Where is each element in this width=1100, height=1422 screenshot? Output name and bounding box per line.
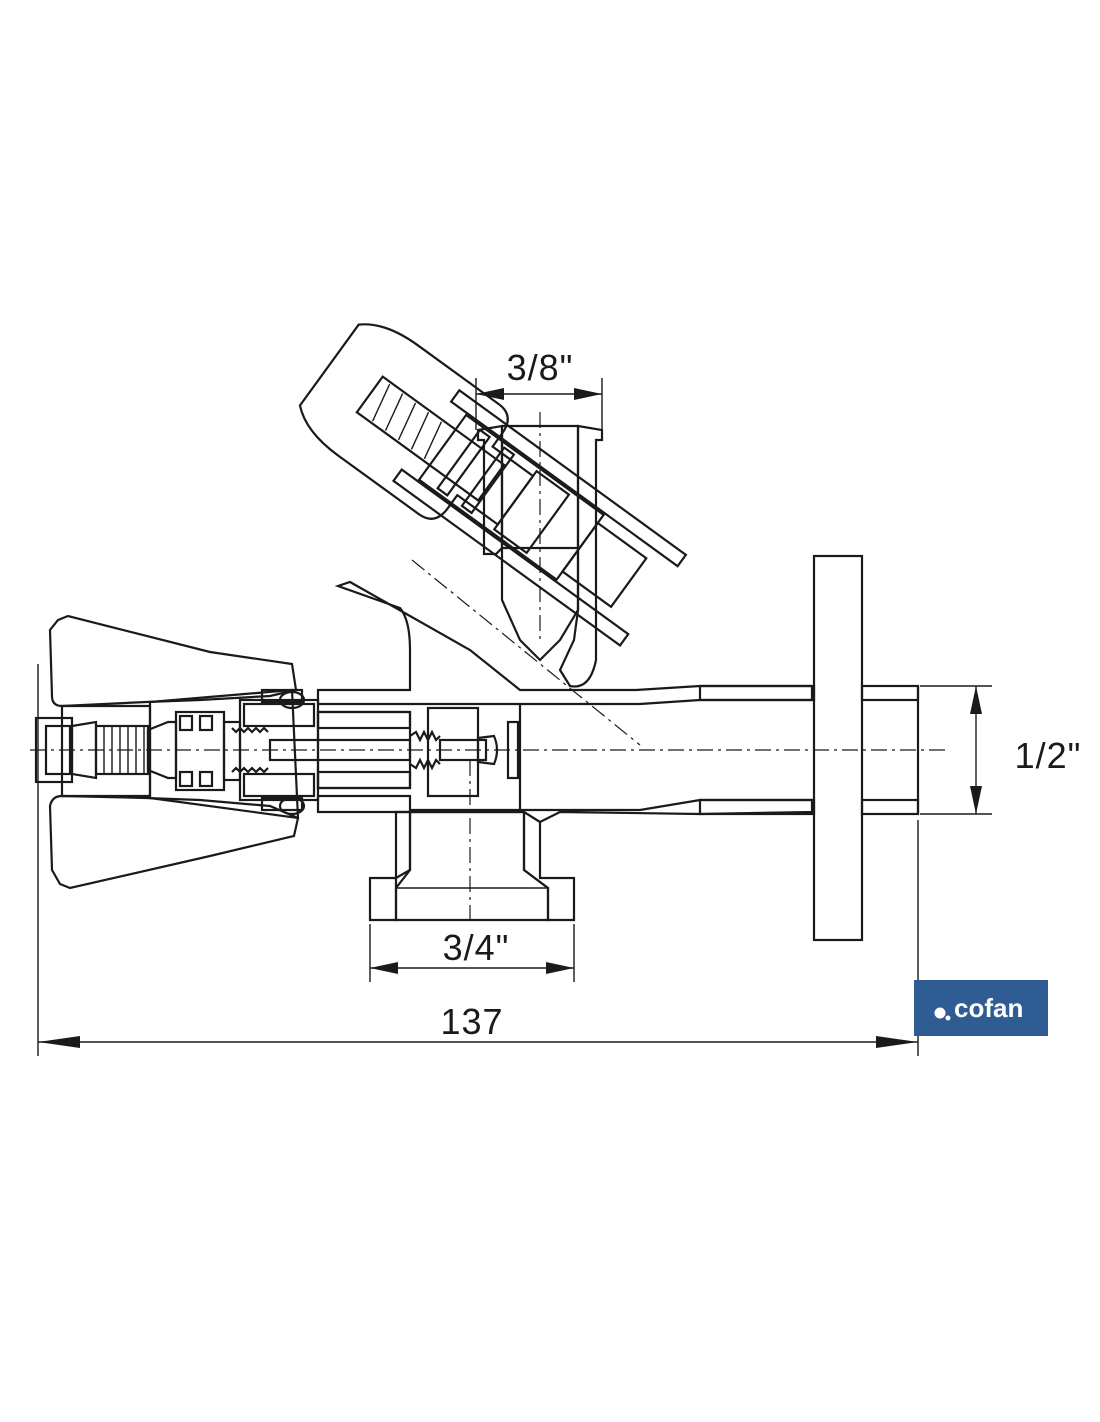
- dimension-top-outlet: 3/8": [475, 347, 603, 430]
- logo-dot-icon: [934, 1007, 946, 1019]
- angled-bonnet: [298, 323, 688, 648]
- left-handle: [48, 614, 300, 890]
- logo-text: cofan: [954, 993, 1023, 1023]
- center-lines: [30, 412, 950, 920]
- dimension-label-top-outlet: 3/8": [507, 347, 574, 388]
- dimension-overall-length: 137: [37, 664, 919, 1056]
- dimension-right-outlet: 1/2": [920, 685, 1082, 815]
- dimension-label-right-outlet: 1/2": [1015, 735, 1082, 776]
- dimension-label-bottom-inlet: 3/4": [443, 927, 510, 968]
- wall-flange: [812, 554, 864, 942]
- top-outlet: [476, 424, 604, 688]
- valve-body: [316, 580, 920, 922]
- dimension-label-overall-length: 137: [440, 1001, 503, 1042]
- cofan-logo: cofan: [914, 980, 1048, 1036]
- dimension-bottom-inlet: 3/4": [369, 924, 575, 982]
